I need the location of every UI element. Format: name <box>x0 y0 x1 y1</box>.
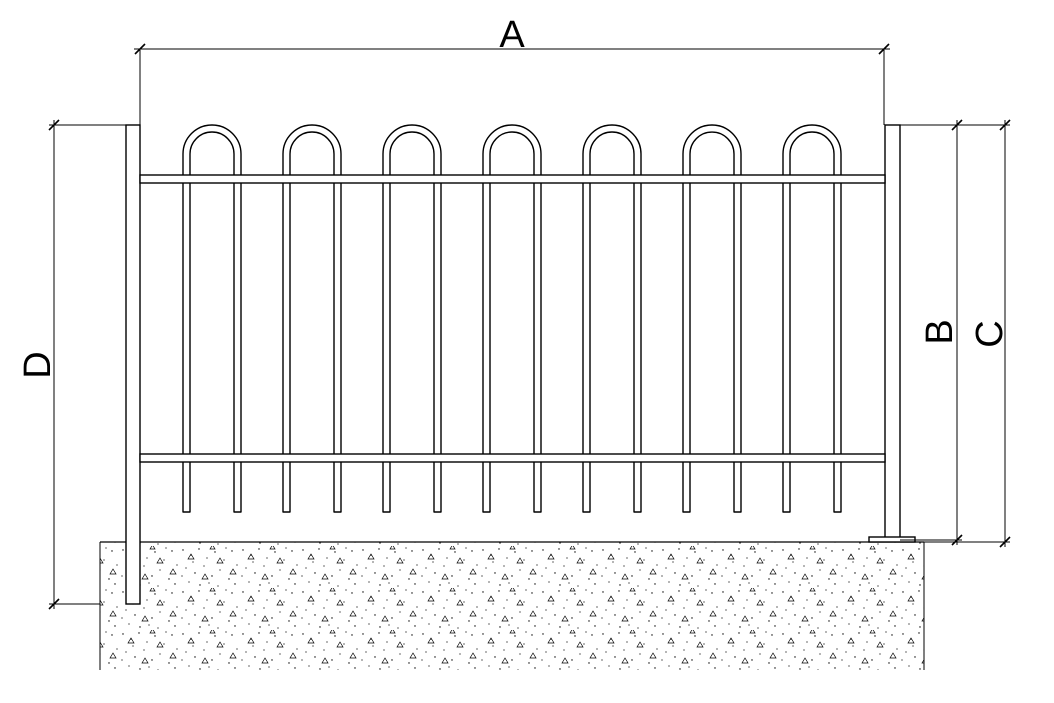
top-rail <box>139 174 886 184</box>
ground-slab <box>99 541 925 670</box>
dimension-b <box>900 119 963 546</box>
right-post <box>868 124 916 543</box>
concrete-footing <box>100 542 924 670</box>
dimension-c-label: C <box>969 320 1011 347</box>
fence-pickets <box>182 124 842 513</box>
fence-picket-loop <box>182 124 242 513</box>
dimension-a-label: A <box>499 14 525 56</box>
left-post <box>125 124 141 605</box>
dimension-d-label: D <box>17 351 59 378</box>
dimension-c <box>924 119 1011 548</box>
dimension-d <box>48 119 126 610</box>
bottom-rail <box>139 453 886 463</box>
fence-picket-loop <box>482 124 542 513</box>
fence-picket-loop <box>782 124 842 513</box>
dimension-a <box>134 43 890 125</box>
fence-picket-loop <box>382 124 442 513</box>
fence-picket-loop <box>682 124 742 513</box>
dimension-b-label: B <box>919 319 961 344</box>
fence-picket-loop <box>582 124 642 513</box>
fence-picket-loop <box>282 124 342 513</box>
